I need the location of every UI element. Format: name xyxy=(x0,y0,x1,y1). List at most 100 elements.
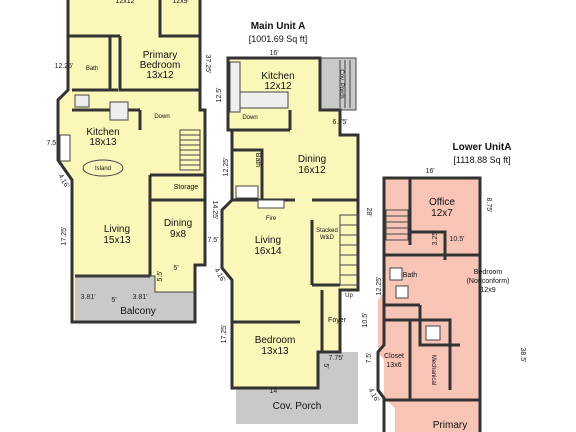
dim-12-25-left: 12.25' xyxy=(55,63,74,70)
top-room-dims-a: 12x12 xyxy=(115,0,134,5)
dim-8-75: 8.75' xyxy=(485,198,492,213)
main-fireplace xyxy=(257,199,285,209)
left-stairs xyxy=(179,129,201,171)
dim-5-main: 5' xyxy=(322,363,329,368)
left-unit-floor xyxy=(58,0,205,322)
main-unit-a: Main Unit A [1001.69 Sq ft] Kitchen 12x1… xyxy=(207,21,372,424)
lower-unit-outer-wall xyxy=(376,176,482,432)
dim-17-25-left: 17.25' xyxy=(61,227,68,246)
main-down-label: Down xyxy=(242,115,257,121)
side-porch-rail xyxy=(320,57,357,111)
main-dining-dims: 16x12 xyxy=(298,165,326,176)
left-kitchen-dims: 18x13 xyxy=(89,137,117,148)
dim-14: 14' xyxy=(269,388,278,395)
dim-5-balcony: 5' xyxy=(173,265,178,272)
main-bath-label: Bath xyxy=(254,153,261,168)
side-porch-label: Cov. Porch xyxy=(338,69,344,98)
mechanical-label: Mechanical xyxy=(430,355,436,385)
dim-12-5: 12.5' xyxy=(216,88,223,103)
main-bedroom-dims: 13x13 xyxy=(261,346,289,357)
closet-dims: 13x6 xyxy=(386,362,401,369)
left-primary-dims: 13x12 xyxy=(146,70,174,81)
fire-label: Fire xyxy=(266,216,277,222)
left-kitchen-label: Kitchen xyxy=(86,127,119,138)
lower-stairs xyxy=(385,209,409,241)
dim-14-25: 14.25' xyxy=(211,201,218,220)
bottom-porch-label: Cov. Porch xyxy=(273,401,322,412)
dim-7-5-lower: 7.5' xyxy=(366,352,373,363)
lower-bath-fixture xyxy=(389,267,403,281)
left-primary-sub: Bedroom xyxy=(140,60,181,71)
storage-label: Storage xyxy=(174,184,199,191)
office-label: Office xyxy=(429,197,455,208)
left-unit-interior-walls xyxy=(68,0,205,278)
bottom-porch-side xyxy=(318,352,358,388)
main-kitchen-counter xyxy=(239,91,289,109)
balcony-label: Balcony xyxy=(120,306,156,317)
dim-7-5-main: 7.5' xyxy=(207,237,218,244)
main-living-label: Living xyxy=(255,235,281,246)
main-dining-label: Dining xyxy=(298,154,326,165)
dim-10-5-lower: 10.5' xyxy=(450,236,465,243)
left-primary-label: Primary xyxy=(143,50,177,61)
lower-unit-title: Lower UnitA xyxy=(453,142,512,153)
island-counter xyxy=(82,159,124,177)
lower-bedroom-dims: 12x9 xyxy=(480,287,495,294)
balcony-area xyxy=(75,276,195,322)
main-kitchen-label: Kitchen xyxy=(261,71,294,82)
side-porch-area xyxy=(320,58,356,110)
side-porch-stairs xyxy=(339,60,351,108)
lower-unit-floor xyxy=(378,178,480,432)
office-dims: 12x7 xyxy=(431,208,453,219)
main-kitchen-dims: 12x12 xyxy=(264,81,292,92)
lower-bedroom-sub: (Nonconform) xyxy=(467,278,510,285)
dim-37-25: 37.25' xyxy=(204,55,211,74)
dim-5-5: 5.5' xyxy=(157,270,164,281)
dim-17-25-main: 17.25' xyxy=(221,325,228,344)
dim-12-25-lower: 12.25' xyxy=(376,277,383,296)
main-unit-area: [1001.69 Sq ft] xyxy=(249,34,308,44)
left-unit-balcony-rail xyxy=(75,275,195,293)
dim-28: 28' xyxy=(365,207,372,216)
left-living-label: Living xyxy=(104,224,130,235)
lower-toilet xyxy=(395,285,409,299)
lower-bath-label: Bath xyxy=(403,272,418,279)
left-fireplace xyxy=(59,134,71,162)
lower-unit-area: [1118.88 Sq ft] xyxy=(453,155,510,165)
lower-unit-a: Lower UnitA [1118.88 Sq ft] Office 12x7 … xyxy=(366,142,526,432)
dim-16-main: 16' xyxy=(269,50,278,57)
left-unit: 12x12 12x9 Bath Primary Bedroom 13x12 Ki… xyxy=(46,0,211,324)
stacked-label: Stacked xyxy=(316,228,338,234)
left-down-label: Down xyxy=(154,114,169,120)
left-dining-label: Dining xyxy=(164,218,192,229)
dim-12-25-main: 12.25' xyxy=(223,158,230,177)
left-dining-dims: 9x8 xyxy=(170,229,187,240)
main-up-label: Up xyxy=(345,293,353,299)
left-bath-label: Bath xyxy=(86,66,98,72)
dim-3-81-a: 3.81' xyxy=(81,294,96,301)
main-living-dims: 16x14 xyxy=(254,246,282,257)
lower-bedroom-label: Bedroom xyxy=(474,269,503,276)
main-unit-title: Main Unit A xyxy=(251,21,306,32)
main-bedroom-label: Bedroom xyxy=(255,335,296,346)
main-unit-floor xyxy=(222,58,358,388)
main-stairs xyxy=(339,214,359,286)
left-unit-outer-wall xyxy=(56,0,207,324)
dim-6-75: 6.75' xyxy=(333,119,348,126)
lower-primary-label: Primary xyxy=(433,420,467,431)
dim-10-5-main: 10.5' xyxy=(362,313,369,328)
lower-unit-interior-walls xyxy=(384,178,480,402)
dim-5-bottom: 5' xyxy=(111,297,116,304)
foyer-label: Foyer xyxy=(328,317,347,324)
dim-3-25: 3.25' xyxy=(432,231,439,246)
left-fridge xyxy=(74,94,90,108)
left-living-dims: 15x13 xyxy=(103,235,131,246)
dim-16-lower: 16' xyxy=(425,168,434,175)
dim-38-5: 38.5' xyxy=(519,348,526,363)
dim-7-75: 7.75' xyxy=(329,355,344,362)
left-kitchen-counter xyxy=(109,101,129,121)
dim-3-81-b: 3.81' xyxy=(133,294,148,301)
closet-label: Closet xyxy=(384,353,404,360)
